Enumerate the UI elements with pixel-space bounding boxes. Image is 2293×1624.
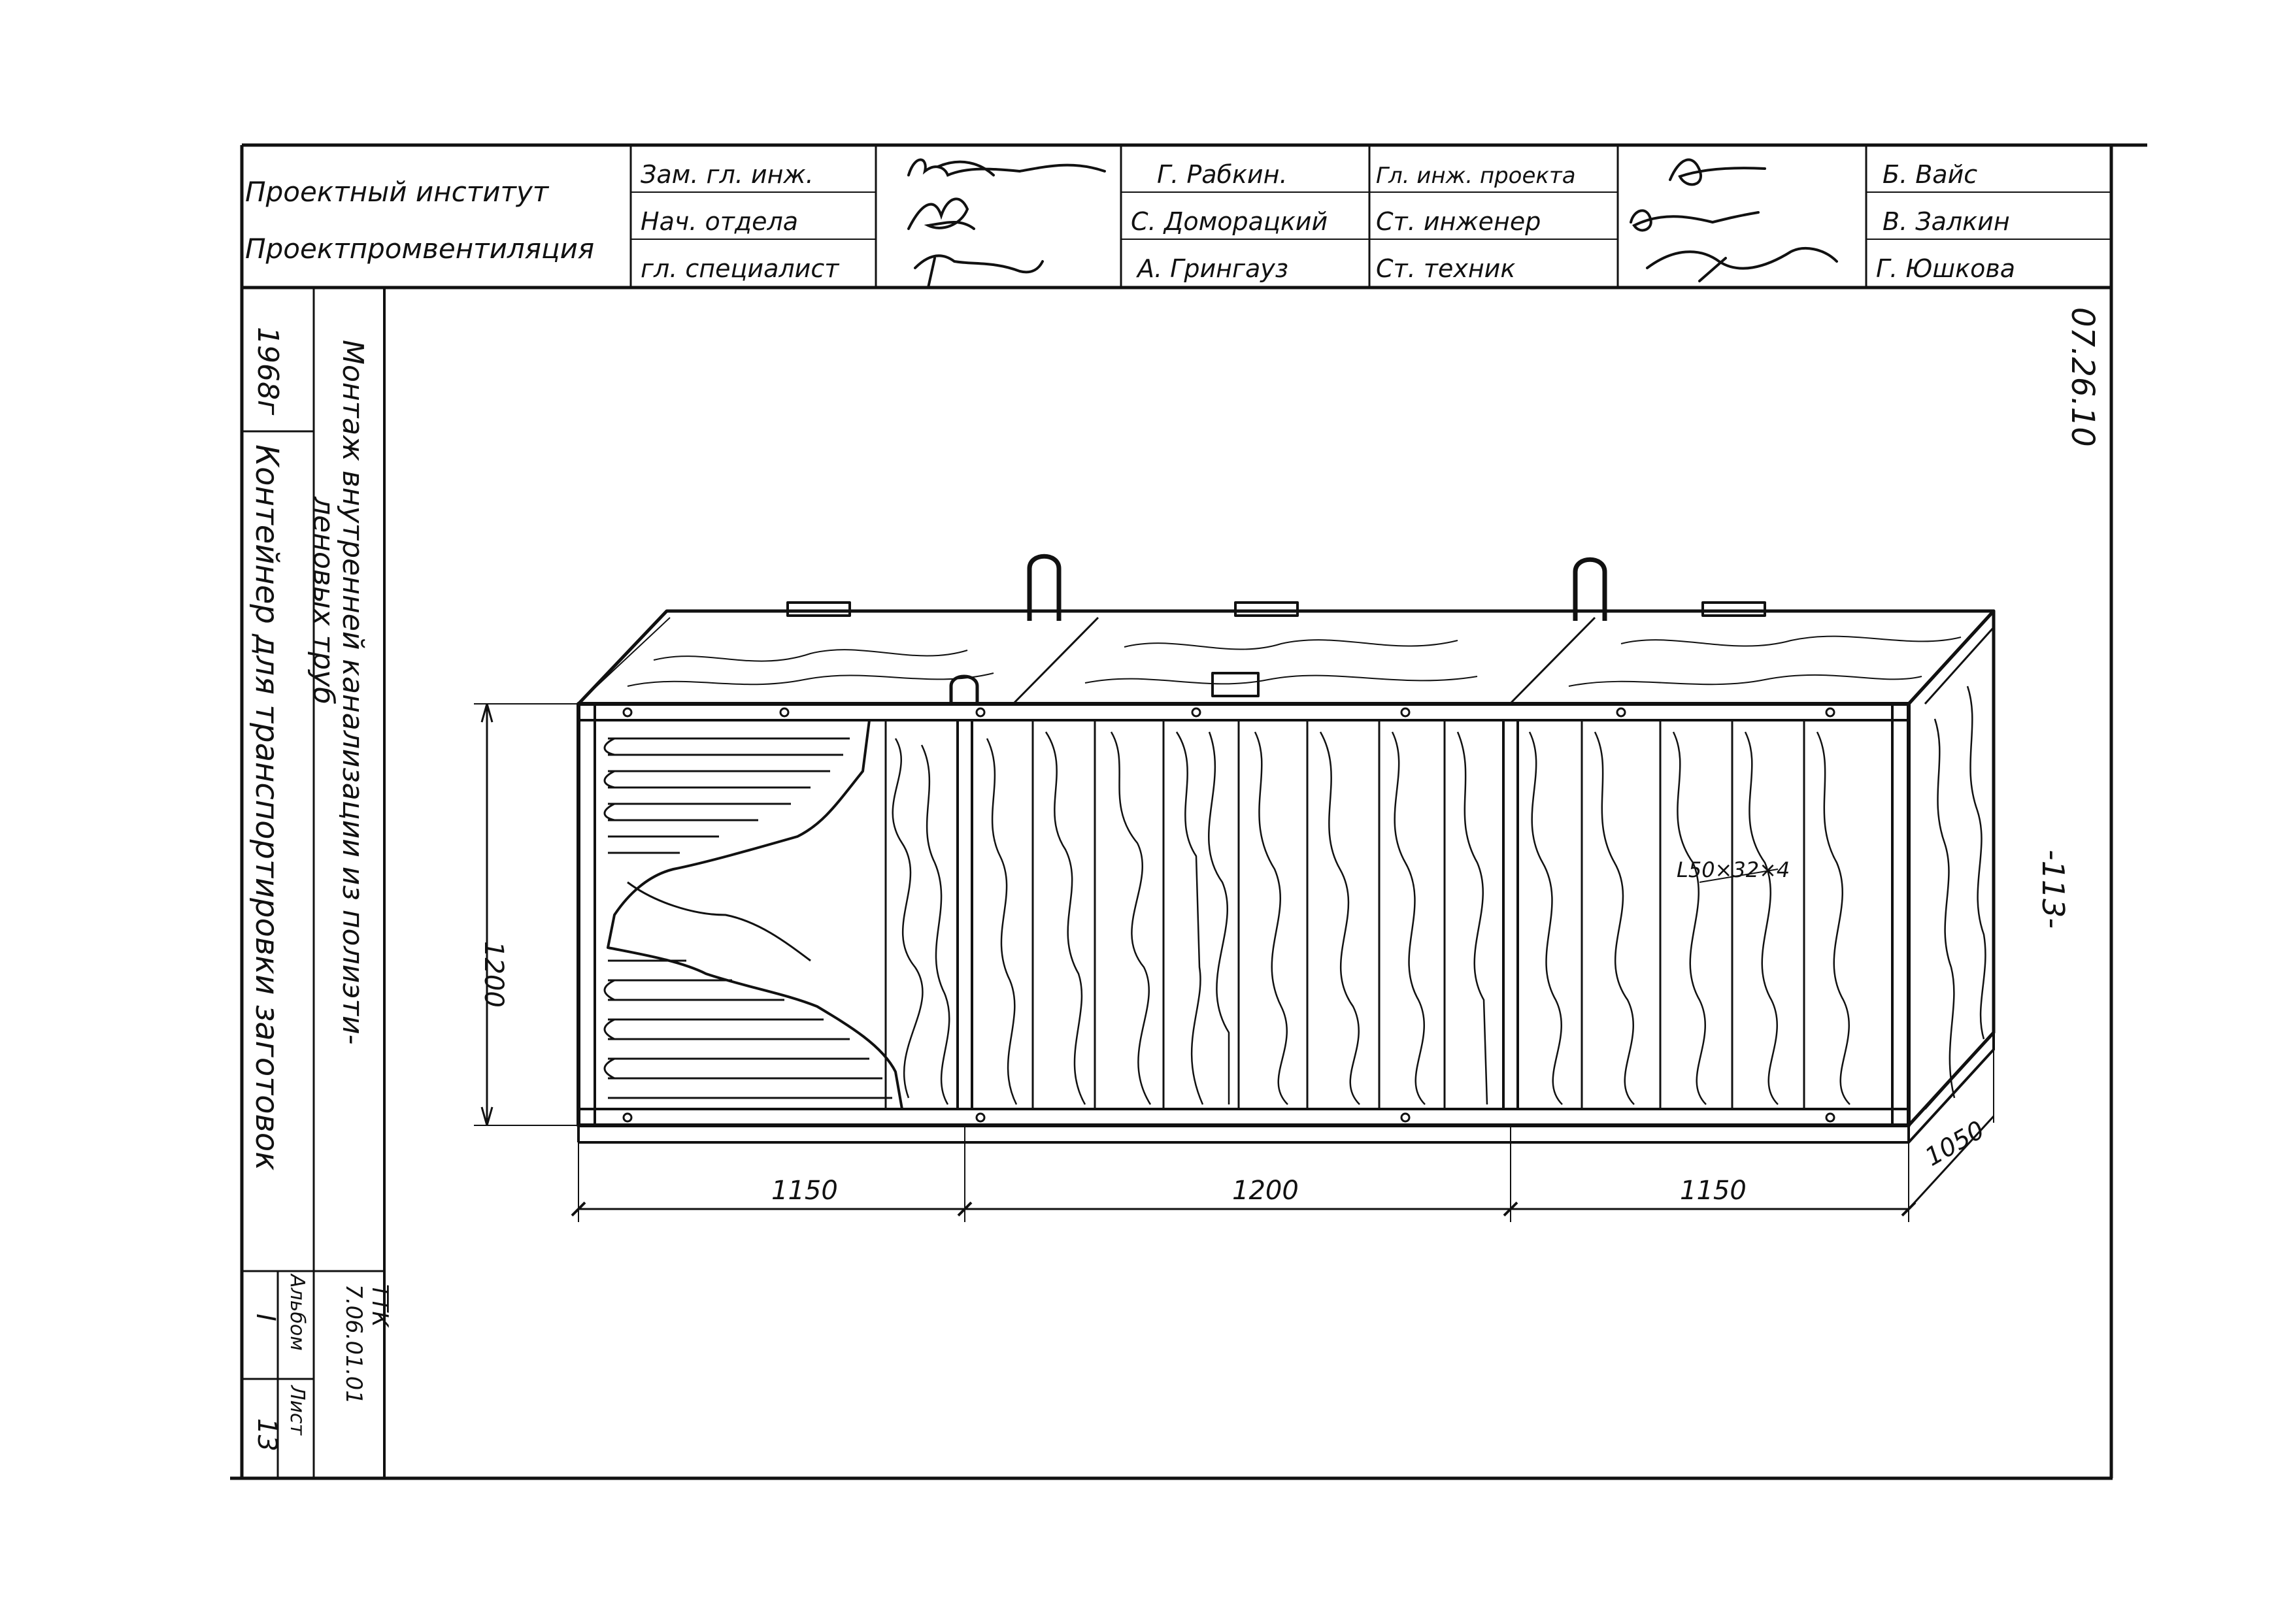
drawing-title: Контейнер для транспортировки заготовок — [248, 444, 285, 1170]
right-margin-text: 07.26.10 -113- — [2035, 307, 2101, 929]
container-drawing — [577, 554, 1996, 1144]
sheet-frame — [230, 143, 2147, 1480]
dim-depth: 1050 — [1920, 1115, 1990, 1171]
dim-seg-left: 1150 — [771, 1176, 838, 1206]
institute-line2: Проектпромвентиляция — [245, 233, 594, 265]
role-right-1: Гл. инж. проекта — [1376, 163, 1576, 189]
year: 1968г — [251, 327, 284, 416]
name-right-3: Г. Юшкова — [1876, 254, 2015, 283]
page-number: -113- — [2035, 850, 2071, 929]
role-left-3: гл. специалист — [641, 254, 840, 283]
role-right-3: Ст. техник — [1376, 254, 1515, 283]
dim-seg-mid: 1200 — [1232, 1176, 1299, 1206]
sheet-value: 13 — [252, 1418, 282, 1451]
side-block-grid — [242, 288, 384, 1478]
ttk-code: 7.06.01.01 — [341, 1284, 367, 1404]
album-label: Альбом — [286, 1273, 309, 1351]
side-block-text: 1968г Контейнер для транспортировки заго… — [248, 327, 393, 1451]
title-block-text: Проектный институт Проектпромвентиляция … — [245, 160, 2015, 283]
name-right-2: В. Залкин — [1883, 207, 2010, 236]
name-left-1: Г. Рабкин. — [1157, 160, 1288, 189]
angle-callout: L50×32×4 — [1677, 857, 1790, 882]
role-left-2: Нач. отдела — [641, 207, 798, 236]
album-value: I — [250, 1314, 280, 1321]
name-left-3: А. Грингауз — [1135, 254, 1288, 283]
role-left-1: Зам. гл. инж. — [641, 160, 814, 189]
ttk-label: ТТК — [367, 1284, 393, 1329]
subject-cont: леновых труб — [307, 496, 340, 704]
dimension-texts: 1200 1150 1200 1150 1050 L50×32×4 — [478, 857, 1989, 1206]
subject: Монтаж внутренней канализации из полиэти… — [336, 340, 369, 1045]
dimension-lines — [474, 703, 1995, 1222]
sheet-label: Лист — [286, 1385, 309, 1436]
role-right-2: Ст. инженер — [1376, 207, 1541, 236]
institute-line1: Проектный институт — [245, 176, 550, 208]
signatures — [907, 158, 1838, 289]
name-right-1: Б. Вайс — [1883, 160, 1977, 189]
dim-height: 1200 — [478, 941, 509, 1008]
dim-seg-right: 1150 — [1680, 1176, 1747, 1206]
drawing-code: 07.26.10 — [2064, 307, 2101, 447]
name-left-2: С. Доморацкий — [1131, 207, 1328, 236]
title-block-grid — [242, 145, 2111, 290]
